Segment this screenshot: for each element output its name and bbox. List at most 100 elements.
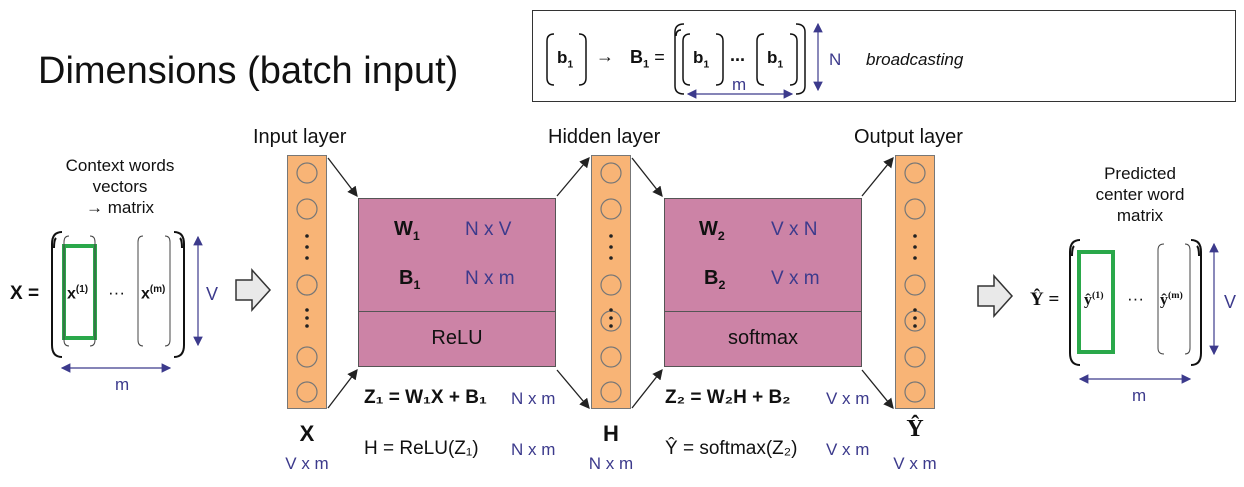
output-ellipsis-dot (913, 256, 917, 260)
input-neuron (296, 381, 318, 403)
X-column-label: X (299, 421, 315, 446)
hidden-neuron (600, 162, 622, 184)
input-neuron (296, 274, 318, 296)
ym-label: ŷ(m) (1160, 290, 1183, 309)
H-column-label: H (603, 421, 619, 446)
y1-highlight-box (1077, 250, 1115, 354)
output-V-label: V (1224, 292, 1237, 312)
broadcast-arrow: → (596, 46, 614, 66)
hidden-neuron (600, 381, 622, 403)
hidden-layer-label: Hidden layer (548, 126, 661, 148)
B2-block-label: B2 (704, 267, 726, 292)
layer2-weights-block (664, 198, 862, 312)
H-column-dim: N x m (588, 454, 634, 473)
hidden-neuron (600, 346, 622, 368)
output-matrix-brackets (1069, 239, 1202, 366)
hidden-ellipsis-dot (609, 324, 613, 328)
output-ellipsis-dot (913, 324, 917, 328)
input-ellipsis-dot (305, 256, 309, 260)
broadcast-N-label: N (829, 50, 842, 69)
x-dots: ··· (108, 283, 125, 302)
output-neuron (904, 346, 926, 368)
input-ellipsis-dot (305, 324, 309, 328)
Y-column-dim: V x m (893, 454, 937, 473)
input-ellipsis-dot (305, 245, 309, 249)
Y-equals-label: Ŷ = (1030, 289, 1060, 310)
output-ellipsis-dot (913, 308, 917, 312)
input-m-label: m (115, 375, 130, 394)
layer1-weights-block (358, 198, 556, 312)
output-ellipsis-dot (913, 234, 917, 238)
input-vector-brackets (63, 235, 171, 347)
input-ellipsis-dot (305, 316, 309, 320)
output-block-arrow (977, 274, 1014, 318)
x1-label: x(1) (67, 284, 89, 303)
z1-equation: Z₁ = W₁X + B₁ (364, 387, 487, 408)
output-neuron (904, 162, 926, 184)
input-matrix-brackets (51, 231, 185, 358)
output-neuron (904, 198, 926, 220)
z2-dim: V x m (826, 389, 870, 408)
output-ellipsis-dot (913, 245, 917, 249)
W2-dim: V x N (771, 219, 818, 240)
output-neuron (904, 274, 926, 296)
h-dim: N x m (511, 440, 556, 459)
W1-dim: N x V (465, 219, 512, 240)
input-V-label: V (206, 284, 219, 304)
y1-label: ŷ(1) (1084, 290, 1104, 309)
output-layer-label: Output layer (854, 126, 963, 148)
broadcast-brackets (546, 23, 806, 95)
output-vector-brackets (1157, 243, 1191, 355)
broadcast-dots: ... (730, 45, 746, 65)
W2-label: W2 (699, 218, 725, 243)
broadcasting-box (532, 10, 1236, 102)
context-caption: Context words vectors → matrix (65, 156, 175, 217)
W1-label: W1 (394, 218, 420, 243)
X-column-dim: V x m (285, 454, 329, 473)
broadcasting-note: broadcasting (866, 50, 964, 69)
hidden-ellipsis-dot (609, 256, 613, 260)
y-dots: ··· (1127, 289, 1144, 308)
hidden-ellipsis-dot (609, 245, 613, 249)
page-title: Dimensions (batch input) (38, 50, 459, 92)
output-neuron (904, 310, 926, 332)
hidden-ellipsis-dot (609, 308, 613, 312)
output-ellipsis-dot (913, 316, 917, 320)
connection-arrows (327, 156, 894, 410)
input-ellipsis-dot (305, 234, 309, 238)
b1-vector-label: b1 (557, 48, 574, 71)
B2-dim: V x m (771, 268, 820, 289)
B1-block-label: B1 (399, 267, 421, 292)
input-neuron (296, 198, 318, 220)
z2-equation: Z₂ = W₂H + B₂ (665, 387, 791, 408)
h-equation: H = ReLU(Z₁) (364, 438, 479, 459)
input-ellipsis-dot (305, 308, 309, 312)
hidden-neuron (600, 274, 622, 296)
hidden-neuron (600, 198, 622, 220)
z1-dim: N x m (511, 389, 556, 408)
b1-copy-last: b1 (767, 48, 784, 71)
hidden-ellipsis-dot (609, 234, 613, 238)
output-m-label: m (1132, 386, 1147, 405)
output-neuron (904, 381, 926, 403)
softmax-activation-label: softmax (727, 327, 799, 349)
y-equation: Ŷ = softmax(Z₂) (665, 438, 798, 459)
Y-column-label: Ŷ (906, 416, 924, 442)
y-dim: V x m (826, 440, 870, 459)
B1-label: B1 = (630, 47, 665, 71)
xm-label: x(m) (141, 284, 166, 303)
X-equals-label: X = (10, 283, 40, 304)
layer1-activation-block (358, 311, 556, 367)
input-block-arrow (235, 268, 272, 312)
input-layer-label: Input layer (253, 126, 347, 148)
input-neuron (296, 162, 318, 184)
B1-dim: N x m (465, 268, 515, 289)
predicted-caption: Predicted center word matrix (1095, 164, 1185, 225)
hidden-neuron (600, 310, 622, 332)
relu-activation-label: ReLU (431, 327, 483, 349)
hidden-ellipsis-dot (609, 316, 613, 320)
input-neuron (296, 346, 318, 368)
b1-copy-first: b1 (693, 48, 710, 71)
layer2-activation-block (664, 311, 862, 367)
